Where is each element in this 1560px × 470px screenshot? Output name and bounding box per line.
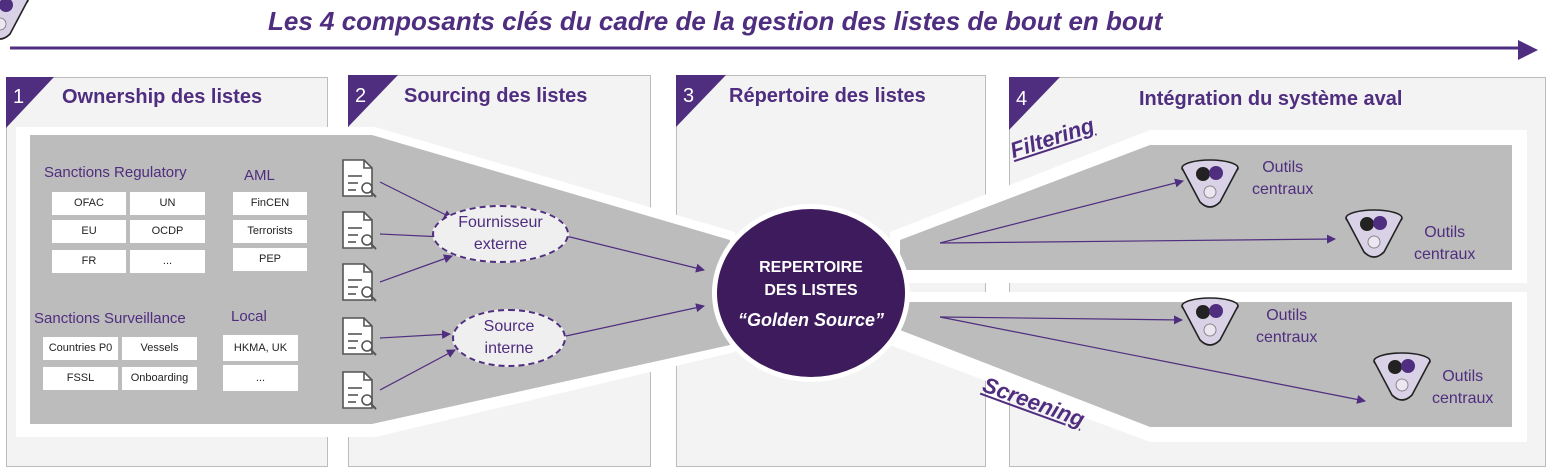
repertoire-hub: REPERTOIRE DES LISTES “Golden Source” (712, 204, 910, 382)
hub-line: DES LISTES (764, 281, 858, 299)
document-search-icons (342, 159, 377, 410)
tool-label: Outils centraux (1252, 157, 1313, 201)
list-box: HKMA, UK (223, 335, 298, 361)
source-interne-oval: Source interne (452, 309, 566, 367)
list-box: Onboarding (122, 367, 197, 390)
panel-title: Répertoire des listes (729, 85, 926, 107)
list-box: Countries P0 (43, 337, 118, 360)
list-box: Vessels (122, 337, 197, 360)
list-box: FR (52, 250, 126, 273)
fournisseur-externe-oval: Fournisseur externe (432, 205, 569, 263)
panel-corner-triangle (348, 75, 398, 127)
integration-connectors (939, 178, 1366, 404)
group-label: Local (231, 308, 267, 325)
list-box: FSSL (43, 367, 118, 390)
process-arrow (10, 40, 1538, 60)
tool-label: Outils centraux (1414, 222, 1475, 266)
tool-line: centraux (1256, 329, 1318, 346)
oval-line: Source (483, 318, 535, 335)
tool-line: centraux (1252, 181, 1314, 198)
list-box: UN (130, 192, 205, 215)
oval-line: Fournisseur (458, 214, 543, 231)
panel-corner-triangle (1009, 77, 1060, 130)
panel-number: 2 (355, 85, 367, 107)
funnel-bowl-icon (0, 0, 29, 40)
list-box: PEP (233, 248, 307, 271)
group-label: AML (244, 167, 275, 184)
panel-title: Ownership des listes (62, 86, 263, 108)
list-box: ... (130, 250, 205, 273)
panel-corner-triangle (676, 75, 726, 127)
group-label: Sanctions Surveillance (34, 310, 186, 327)
panel-number: 1 (13, 86, 25, 108)
list-box: OCDP (130, 220, 205, 243)
tool-line: centraux (1432, 390, 1494, 407)
tool-line: centraux (1414, 246, 1476, 263)
list-box: FinCEN (233, 192, 307, 215)
panel-number: 4 (1016, 88, 1028, 110)
list-box: EU (52, 220, 126, 243)
oval-line: interne (484, 340, 534, 357)
panel-number: 3 (683, 85, 695, 107)
tool-label: Outils centraux (1256, 305, 1317, 349)
panel-corner-triangle (6, 77, 54, 128)
list-box: OFAC (52, 192, 126, 215)
list-box: ... (223, 365, 298, 391)
document-search-icon (342, 159, 377, 198)
hub-line: REPERTOIRE (759, 258, 863, 276)
tool-line: Outils (1424, 224, 1466, 241)
tool-line: Outils (1262, 159, 1304, 176)
group-label: Sanctions Regulatory (44, 164, 187, 181)
tool-line: Outils (1266, 307, 1308, 324)
oval-line: externe (473, 236, 528, 253)
tool-line: Outils (1442, 368, 1484, 385)
golden-source-label: “Golden Source” (737, 309, 885, 330)
tool-label: Outils centraux (1432, 366, 1493, 410)
list-box: Terrorists (233, 220, 307, 243)
panel-title: Sourcing des listes (404, 85, 588, 107)
diagram-title: Les 4 composants clés du cadre de la ges… (268, 6, 1163, 36)
sourcing-connectors (379, 181, 705, 391)
panel-title: Intégration du système aval (1139, 88, 1403, 110)
